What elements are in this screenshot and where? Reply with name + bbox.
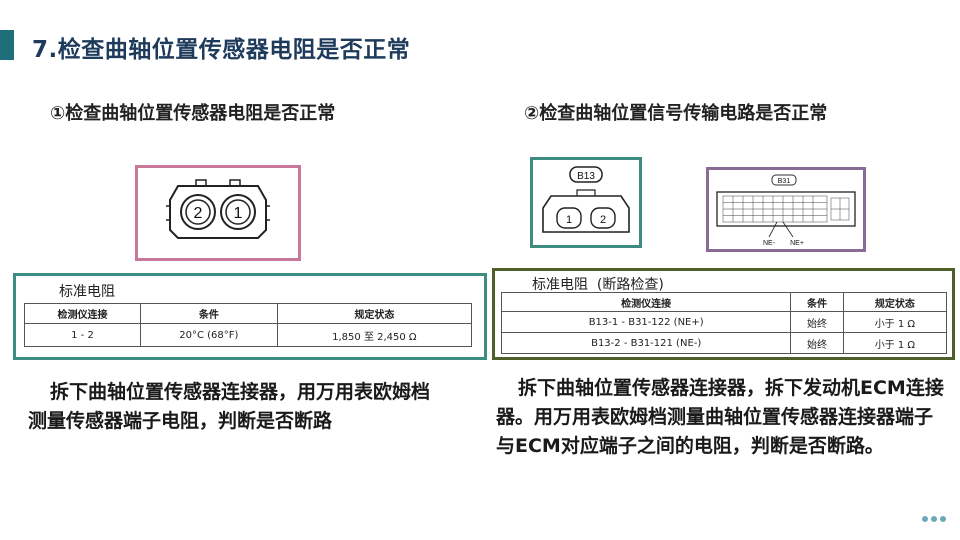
slide-title: 7.检查曲轴位置传感器电阻是否正常: [32, 37, 411, 63]
header-condition: 条件: [139, 303, 278, 324]
b13-pin-1-label: 1: [566, 214, 572, 226]
left-standard-label: 标准电阻: [59, 284, 115, 300]
table-row: B13-1 - B31-122 (NE+) 始终 小于 1 Ω: [500, 311, 948, 333]
right-resistance-table: 检测仪连接 条件 规定状态 B13-1 - B31-122 (NE+) 始终 小…: [500, 292, 948, 354]
b13-connector-drawing: B13 1 2: [542, 166, 630, 233]
table-cell: 20°C (68°F): [139, 323, 278, 347]
ne-minus-label: NE-: [763, 240, 776, 247]
decorative-dots: [919, 507, 946, 526]
b13-label: B13: [577, 171, 595, 182]
header-tester-connection: 检测仪连接: [24, 303, 141, 324]
pin-2-label: 2: [194, 205, 203, 222]
table-cell: 始终: [790, 311, 844, 333]
table-header-row: 检测仪连接 条件 规定状态: [500, 292, 948, 312]
table-header-row: 检测仪连接 条件 规定状态: [24, 303, 473, 324]
table-cell: 1 - 2: [24, 323, 141, 347]
table-cell: B13-1 - B31-122 (NE+): [500, 311, 792, 333]
header-condition: 条件: [790, 292, 844, 312]
left-resistance-table: 检测仪连接 条件 规定状态 1 - 2 20°C (68°F) 1,850 至 …: [24, 303, 473, 347]
title-accent-bar: [0, 30, 14, 60]
table-cell: 1,850 至 2,450 Ω: [276, 323, 473, 347]
b13-pin-2-label: 2: [600, 214, 606, 226]
left-subtitle: ①检查曲轴位置传感器电阻是否正常: [50, 103, 336, 124]
right-standard-label: 标准电阻 (断路检查): [532, 277, 664, 293]
b31-connector-drawing: B31 NE- NE+: [716, 174, 856, 247]
table-cell: 小于 1 Ω: [842, 311, 948, 333]
sensor-connector-drawing: 2 1: [166, 179, 270, 239]
table-cell: 小于 1 Ω: [842, 332, 948, 354]
table-row: B13-2 - B31-121 (NE-) 始终 小于 1 Ω: [500, 332, 948, 354]
header-tester-connection: 检测仪连接: [500, 292, 792, 312]
b13-connector-diagram: B13 1 2: [530, 157, 642, 248]
left-instruction-text: 拆下曲轴位置传感器连接器，用万用表欧姆档测量传感器端子电阻，判断是否断路: [28, 381, 431, 432]
header-specified-state: 规定状态: [276, 303, 473, 324]
table-cell: 始终: [790, 332, 844, 354]
ne-plus-label: NE+: [790, 240, 804, 247]
left-standard-resistance-panel: 标准电阻 检测仪连接 条件 规定状态 1 - 2 20°C (68°F) 1,8…: [13, 273, 487, 360]
right-standard-resistance-panel: 标准电阻 (断路检查) 检测仪连接 条件 规定状态 B13-1 - B31-12…: [492, 268, 955, 360]
header-specified-state: 规定状态: [842, 292, 948, 312]
table-row: 1 - 2 20°C (68°F) 1,850 至 2,450 Ω: [24, 323, 473, 347]
sensor-connector-diagram: 2 1: [135, 165, 301, 261]
b31-ecm-connector-diagram: B31 NE- NE+: [706, 167, 866, 252]
right-instruction-text: 拆下曲轴位置传感器连接器，拆下发动机ECM连接器。用万用表欧姆档测量曲轴位置传感…: [496, 377, 944, 457]
pin-1-label: 1: [234, 205, 243, 222]
b31-label: B31: [778, 178, 791, 185]
table-cell: B13-2 - B31-121 (NE-): [500, 332, 792, 354]
right-subtitle: ②检查曲轴位置信号传输电路是否正常: [524, 103, 828, 124]
